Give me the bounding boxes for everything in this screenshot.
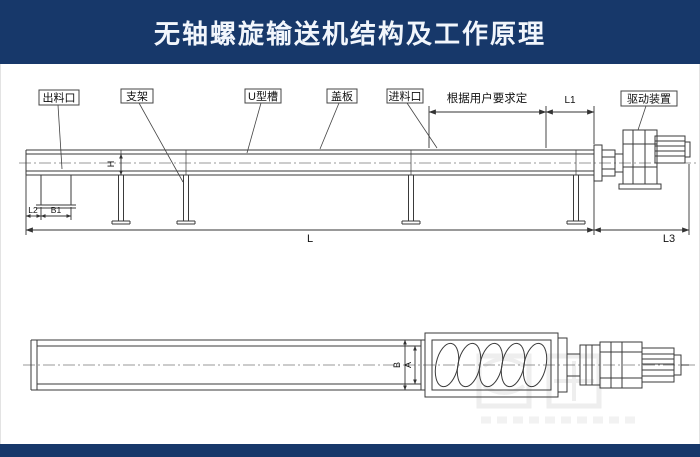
drive-assembly-plan: [557, 337, 689, 393]
discharge-chute: [36, 175, 76, 209]
leader-drive-unit: [637, 105, 647, 131]
dim-l-text: L: [307, 233, 313, 245]
plan-view-dimensions: B A: [392, 339, 417, 391]
page-title: 无轴螺旋输送机结构及工作原理: [153, 18, 546, 49]
conveyor-diagram: 出料口 支架 U型槽 盖板: [19, 88, 696, 424]
dim-b-text: B: [392, 362, 402, 368]
support-legs: [111, 175, 586, 225]
label-drive-unit: 驱动装置: [620, 90, 678, 131]
dim-b1-text: B1: [51, 205, 62, 215]
ext-l: [25, 175, 595, 235]
label-outlet: 出料口: [38, 89, 80, 170]
leader-cover-plate: [319, 102, 340, 150]
footer-bar: [0, 444, 700, 457]
diagram-area: 出料口 支架 U型槽 盖板: [0, 64, 700, 444]
trough-body: [25, 149, 595, 176]
tube-body: [30, 339, 425, 391]
drive-assembly-side: [593, 129, 691, 190]
dim-l1-text: L1: [564, 95, 576, 106]
inlet-box-inner: [431, 339, 552, 391]
label-drive-unit-text: 驱动装置: [627, 93, 671, 106]
leader-support: [138, 102, 184, 183]
label-inlet-text: 进料口: [389, 89, 422, 103]
label-u-trough-text: U型槽: [248, 89, 278, 103]
leader-outlet: [57, 104, 63, 170]
dim-l2-text: L2: [28, 205, 38, 215]
plan-view: [23, 332, 696, 398]
label-inlet: 进料口: [386, 88, 438, 149]
leader-inlet: [406, 102, 438, 149]
label-cover-plate-text: 盖板: [331, 89, 353, 103]
label-outlet-text: 出料口: [43, 91, 76, 105]
side-view-dimensions: 根据用户要求定 L1 H L2 B1 L: [25, 91, 690, 245]
dim-h-text: H: [106, 161, 116, 168]
label-support-text: 支架: [126, 90, 148, 103]
dim-user-req-text: 根据用户要求定: [447, 91, 528, 105]
leader-u-trough: [246, 102, 262, 154]
dim-a-text: A: [403, 362, 413, 368]
side-view-labels: 出料口 支架 U型槽 盖板: [38, 88, 678, 183]
label-support: 支架: [120, 88, 184, 183]
header: 无轴螺旋输送机结构及工作原理: [0, 0, 700, 64]
screw-spiral: [434, 342, 548, 388]
dim-l3-text: L3: [663, 233, 675, 245]
label-cover-plate: 盖板: [319, 88, 358, 150]
label-u-trough: U型槽: [244, 88, 282, 154]
